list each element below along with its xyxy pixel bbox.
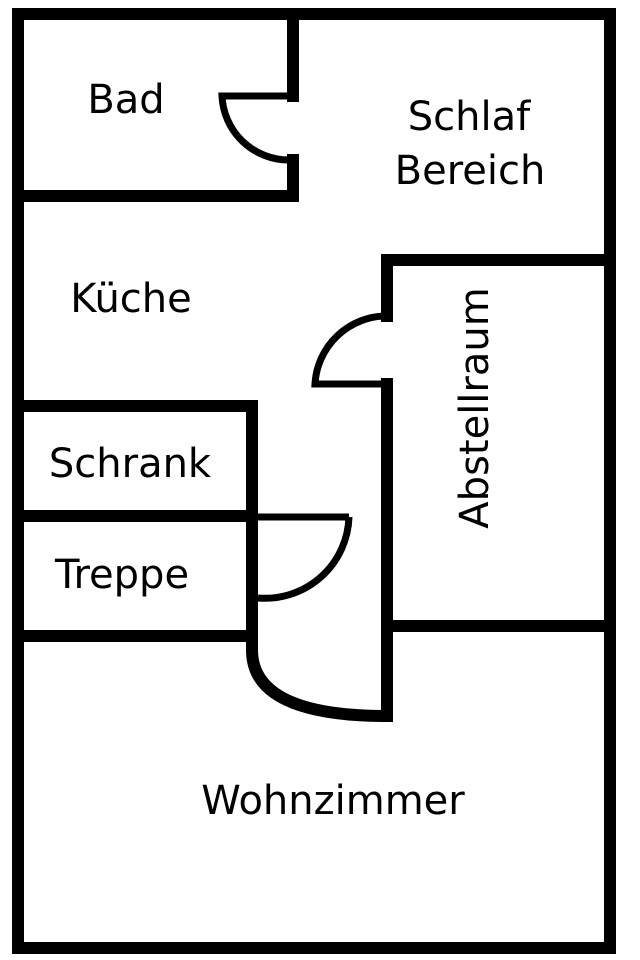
room-label-schrank: Schrank [49, 441, 212, 487]
abstellraum-door-swing [311, 312, 388, 388]
room-label-treppe: Treppe [54, 552, 189, 598]
room-label-bad: Bad [87, 77, 164, 123]
room-label-wohnzimmer: Wohnzimmer [201, 778, 465, 824]
bad-door-swing [218, 92, 293, 164]
room-label-schlaf-line1: Schlaf [408, 94, 531, 140]
treppe-door-swing [257, 516, 353, 602]
outer-wall [12, 8, 616, 954]
room-label-schlaf-line2: Bereich [395, 148, 546, 194]
room-label-kueche: Küche [70, 276, 192, 322]
hallway-curved-wall [246, 630, 394, 723]
room-label-abstellraum: Abstellraum [452, 287, 498, 528]
